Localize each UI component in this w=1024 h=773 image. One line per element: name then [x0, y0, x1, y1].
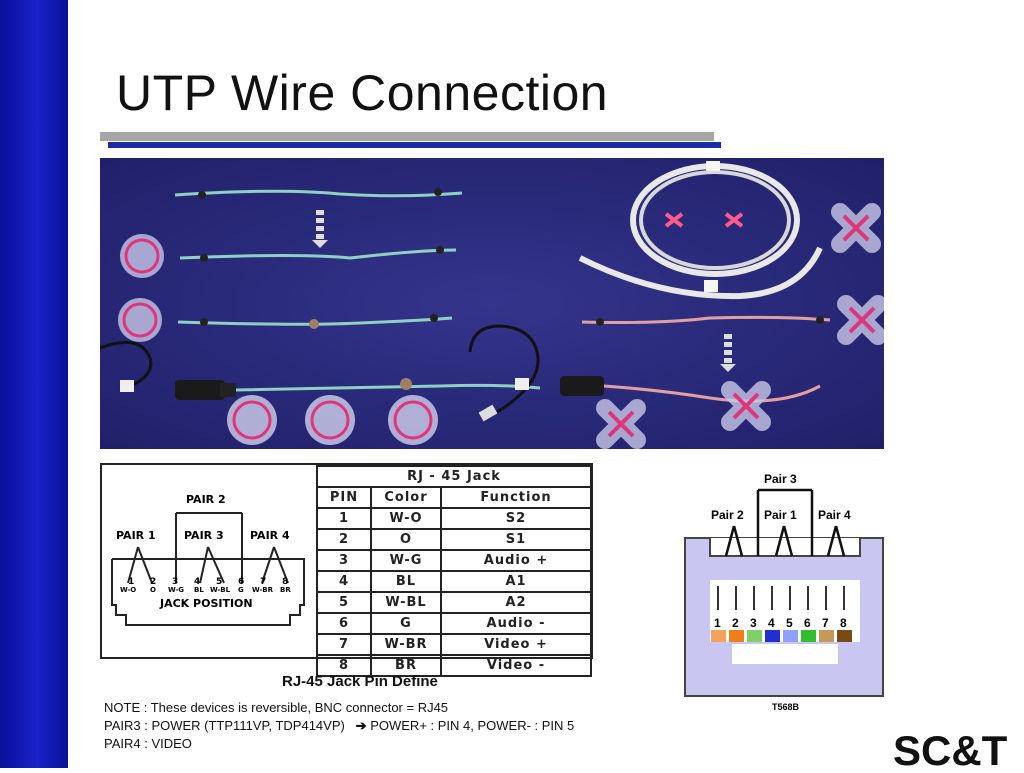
note-power-text: POWER+ : PIN 4, POWER- : PIN 5: [370, 718, 575, 733]
note-line-3: PAIR4 : VIDEO: [104, 736, 192, 751]
jack-color-4: BL: [194, 586, 204, 594]
t568b-pin-6: 6: [804, 616, 811, 630]
pin-cell: 6: [316, 612, 372, 635]
logo-text: SC&T: [893, 729, 1008, 768]
color-cell: W-O: [370, 507, 442, 530]
t568b-pin-3: 3: [750, 616, 757, 630]
devices-photo: [100, 158, 884, 449]
t568b-wire-2: [729, 630, 744, 642]
t568b-wire-8: [837, 630, 852, 642]
t568b-pin-4: 4: [768, 616, 775, 630]
t568b-pin-2: 2: [732, 616, 739, 630]
function-cell: Audio -: [440, 612, 592, 635]
jack-color-1: W-O: [120, 586, 137, 594]
t568b-pair3-label: Pair 3: [764, 472, 797, 486]
t568b-wire-6: [801, 630, 816, 642]
function-cell: Audio +: [440, 549, 592, 572]
function-cell: S2: [440, 507, 592, 530]
color-cell: W-BL: [370, 591, 442, 614]
jack-pin-3: 3: [172, 577, 179, 587]
jack-color-2: O: [150, 586, 156, 594]
jack-position-diagram: [111, 512, 305, 626]
function-cell: S1: [440, 528, 592, 551]
pin-cell: 4: [316, 570, 372, 593]
pin-cell: 1: [316, 507, 372, 530]
devices-photo-illustration: [100, 158, 884, 449]
function-cell: Video +: [440, 633, 592, 656]
color-cell: W-BR: [370, 633, 442, 656]
t568b-wire-4: [765, 630, 780, 642]
t568b-jack-illustration: [684, 488, 884, 697]
side-accent-bar: [0, 0, 68, 768]
jack-color-3: W-G: [168, 586, 185, 594]
jack-pin-4: 4: [194, 577, 201, 587]
color-cell: BL: [370, 570, 442, 593]
t568b-pin-1: 1: [714, 616, 721, 630]
jack-pin-7: 7: [260, 577, 267, 587]
pair3-label: PAIR 3: [184, 529, 224, 542]
jack-color-5: W-BL: [210, 586, 231, 594]
jack-pin-8: 8: [282, 577, 289, 587]
t568b-wire-1: [711, 630, 726, 642]
t568b-pin-8: 8: [840, 616, 847, 630]
jack-pin-5: 5: [216, 577, 223, 587]
figure-caption: RJ-45 Jack Pin Define: [282, 673, 438, 690]
pin-cell: 3: [316, 549, 372, 572]
pin-cell: 2: [316, 528, 372, 551]
jack-pin-1: 1: [128, 577, 135, 587]
jack-pin-2: 2: [150, 577, 157, 587]
note-pair3-text: PAIR3 : POWER (TTP111VP, TDP414VP): [104, 718, 345, 733]
t568b-diagram: Pair 3 Pair 2 Pair 1 Pair 4 1 2 3 4 5 6 …: [680, 468, 890, 716]
note-line-1: NOTE : These devices is reversible, BNC …: [104, 700, 449, 715]
t568b-pair4-label: Pair 4: [818, 508, 851, 522]
sct-logo-mark: SC&T: [893, 727, 1008, 773]
header-pin: PIN: [316, 486, 372, 509]
slide-title: UTP Wire Connection: [116, 65, 609, 121]
t568b-pair2-label: Pair 2: [711, 508, 744, 522]
jack-position-label: JACK POSITION: [160, 597, 253, 610]
pin-cell: 7: [316, 633, 372, 656]
pair4-label: PAIR 4: [250, 529, 290, 542]
t568b-label: T568B: [772, 702, 800, 712]
pin-table-caption: RJ - 45 Jack: [316, 465, 592, 488]
arrow-right-icon: ➔: [355, 718, 367, 733]
jack-color-6: G: [238, 586, 244, 594]
header-function: Function: [440, 486, 592, 509]
color-cell: O: [370, 528, 442, 551]
title-rule-gray: [100, 132, 714, 141]
title-rule-blue: [108, 142, 721, 148]
pair2-label: PAIR 2: [186, 493, 226, 506]
sct-logo: SC&T: [893, 727, 1021, 773]
function-cell: A2: [440, 591, 592, 614]
color-cell: W-G: [370, 549, 442, 572]
t568b-pin-7: 7: [822, 616, 829, 630]
pin-cell: 8: [316, 654, 372, 677]
pin-cell: 5: [316, 591, 372, 614]
t568b-wire-3: [747, 630, 762, 642]
note-line-2: PAIR3 : POWER (TTP111VP, TDP414VP) ➔ POW…: [104, 718, 574, 734]
function-cell: A1: [440, 570, 592, 593]
jack-pin-6: 6: [238, 577, 245, 587]
pair1-label: PAIR 1: [116, 529, 156, 542]
rj45-pin-define-figure: PAIR 2 PAIR 1 PAIR 3 PAIR 4 1 2 3 4 5 6 …: [100, 463, 593, 677]
header-color: Color: [370, 486, 442, 509]
t568b-wire-7: [819, 630, 834, 642]
function-cell: Video -: [440, 654, 592, 677]
t568b-pin-5: 5: [786, 616, 793, 630]
t568b-wire-5: [783, 630, 798, 642]
t568b-pair1-label: Pair 1: [764, 508, 797, 522]
jack-color-7: W-BR: [252, 586, 274, 594]
color-cell: G: [370, 612, 442, 635]
color-cell: BR: [370, 654, 442, 677]
jack-color-8: BR: [280, 586, 291, 594]
